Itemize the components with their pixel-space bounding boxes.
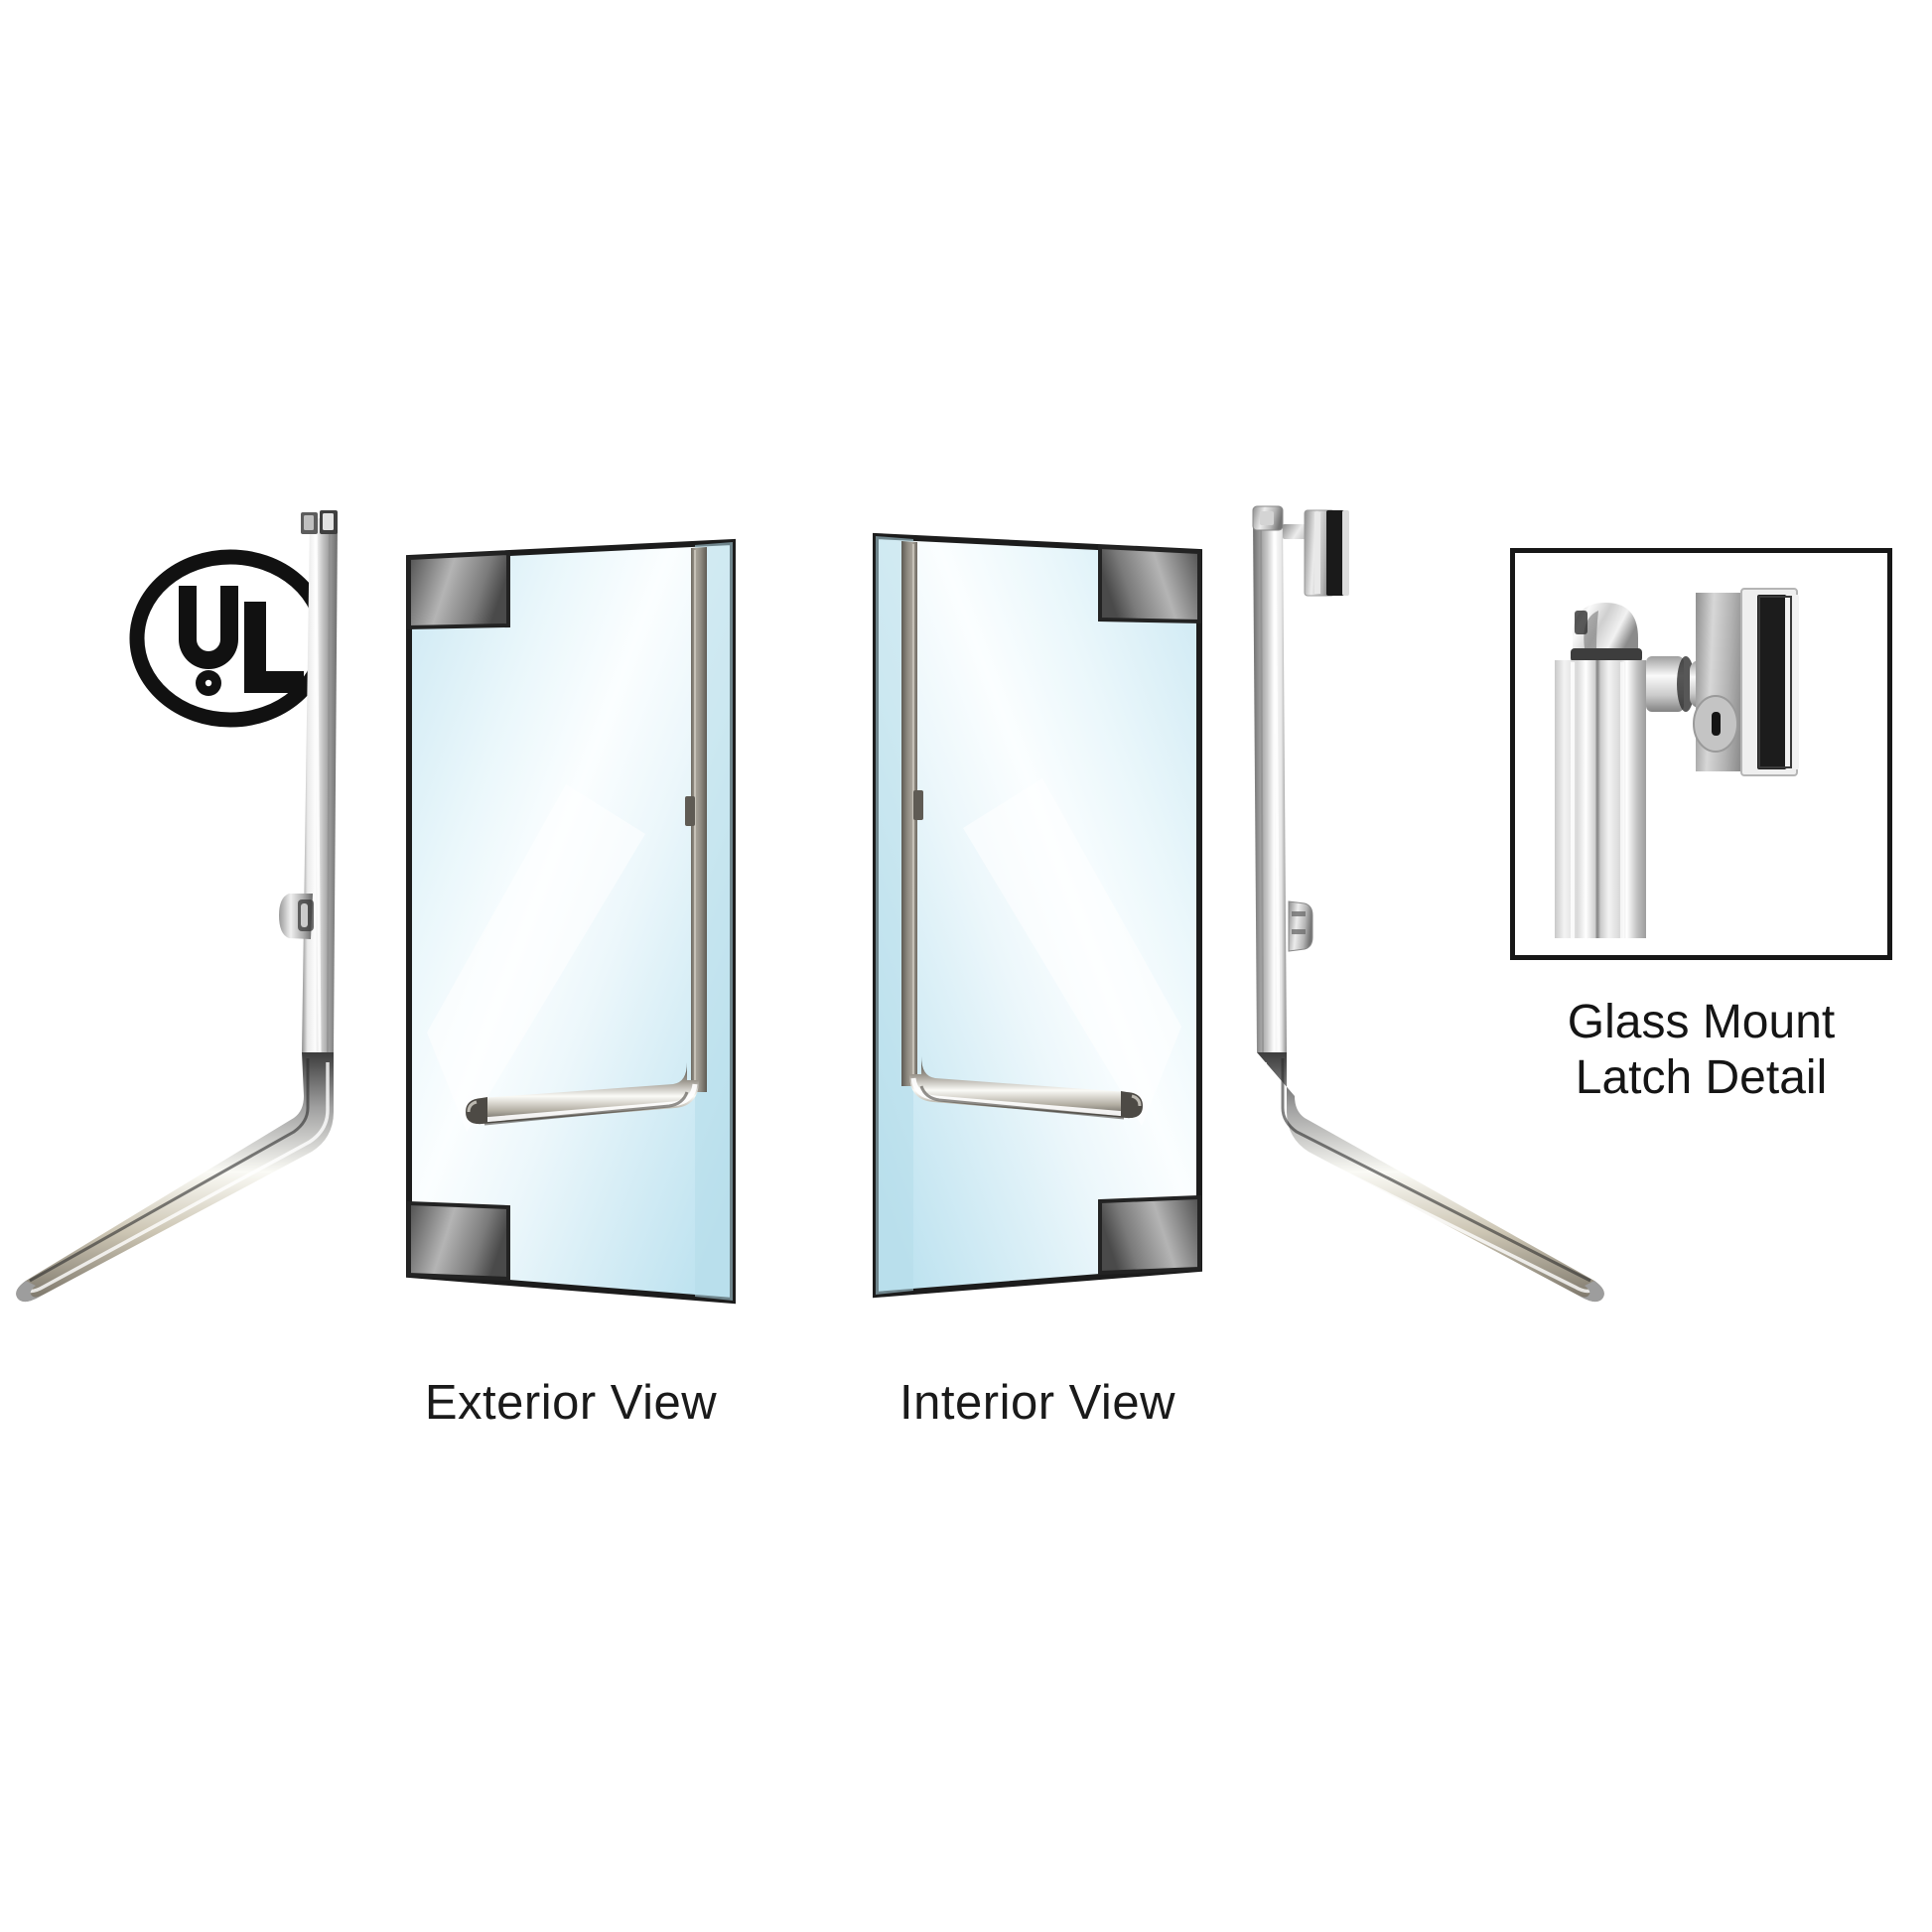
door-panel-exterior (397, 536, 745, 1350)
corner-patch-bottom-left (407, 1200, 510, 1282)
glass-mount-latch-icon (1252, 505, 1349, 597)
label-interior-view: Interior View (899, 1376, 1175, 1430)
label-exterior-view: Exterior View (424, 1376, 718, 1430)
corner-patch-bottom-right (1098, 1194, 1201, 1276)
keyhole-icon (1693, 695, 1738, 753)
rounded-cap-post-icon (1571, 603, 1642, 662)
mounting-bracket-icon (1288, 900, 1313, 952)
glass-mount-latch-detail-caption: Glass Mount Latch Detail (1455, 995, 1932, 1106)
top-latch-bolt-icon (301, 510, 338, 534)
door-panel-interior (864, 530, 1211, 1344)
corner-patch-top-right (1098, 544, 1201, 624)
vertical-rod-assembly-left (0, 496, 437, 1303)
cylinder-lock-icon (279, 894, 314, 939)
corner-patch-top-left (407, 550, 510, 630)
panic-push-bar-interior (909, 1056, 1143, 1120)
strike-housing-icon (1696, 588, 1799, 776)
detail-caption-line-1: Glass Mount (1567, 996, 1836, 1048)
detail-caption-line-2: Latch Detail (1575, 1051, 1828, 1105)
glass-mount-latch-detail-panel (1510, 548, 1892, 960)
glass-mount-post (1555, 660, 1646, 938)
vertical-rod-assembly-right (1231, 496, 1668, 1303)
panic-push-bar-exterior (466, 1062, 699, 1126)
